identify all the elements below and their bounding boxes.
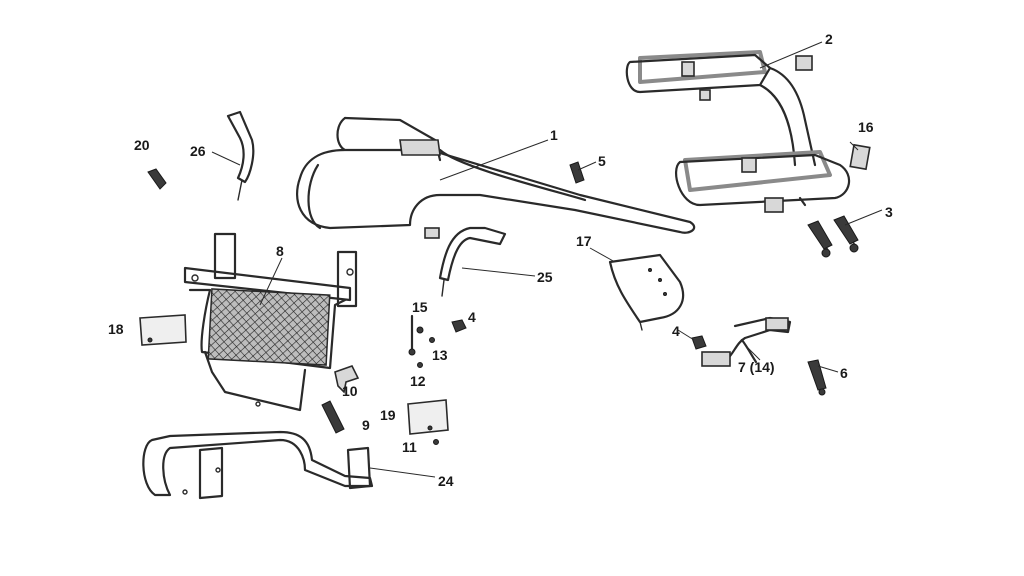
part-18-plate (139, 314, 187, 346)
callout-12: 12 (410, 373, 426, 389)
callout-18: 18 (108, 321, 124, 337)
callout-9: 9 (362, 417, 370, 433)
callout-1: 1 (550, 127, 558, 143)
callout-labels: 1 2 3 4 4 5 6 7 (14) 8 9 10 11 12 13 15 … (108, 31, 893, 489)
part-25-rod (438, 226, 507, 297)
callout-26: 26 (190, 143, 206, 159)
part-16-bracket (849, 143, 871, 171)
part-11-nut (433, 439, 439, 445)
callout-15: 15 (412, 299, 428, 315)
part-4-clip-left (451, 319, 467, 333)
callout-19: 19 (380, 407, 396, 423)
part-19-plate (407, 399, 449, 435)
part-12-nut (417, 362, 423, 368)
callout-5: 5 (598, 153, 606, 169)
callout-8: 8 (276, 243, 284, 259)
part-13-washer (429, 337, 435, 343)
callout-16: 16 (858, 119, 874, 135)
part-7-handle-bracket (701, 316, 792, 367)
part-24-lower-bumper (142, 430, 374, 500)
part-17-panel (608, 253, 685, 331)
callout-10: 10 (342, 383, 358, 399)
callout-3: 3 (885, 204, 893, 220)
callout-25: 25 (537, 269, 553, 285)
callout-7: 7 (14) (738, 359, 775, 375)
part-10-clamp (334, 365, 360, 394)
callout-17: 17 (576, 233, 592, 249)
part-3-bolts (807, 215, 859, 258)
callout-6: 6 (840, 365, 848, 381)
leader-lines (211, 41, 883, 478)
part-1-main-frame (296, 116, 696, 239)
callout-20: 20 (134, 137, 150, 153)
callout-24: 24 (438, 473, 454, 489)
callout-4b: 4 (672, 323, 680, 339)
part-4-clip-right (691, 335, 707, 350)
callout-11: 11 (402, 439, 417, 455)
part-2-rear-rack (625, 50, 851, 213)
part-9-bolt (321, 400, 345, 434)
callout-2: 2 (825, 31, 833, 47)
part-6-bolt (807, 359, 827, 396)
callout-4a: 4 (468, 309, 476, 325)
part-20-clamp (147, 168, 167, 190)
callout-13: 13 (432, 347, 448, 363)
part-8-front-guard (183, 232, 358, 412)
part-26-rod (226, 110, 255, 201)
part-15-bolt (408, 314, 424, 356)
part-5-clip (569, 161, 585, 184)
